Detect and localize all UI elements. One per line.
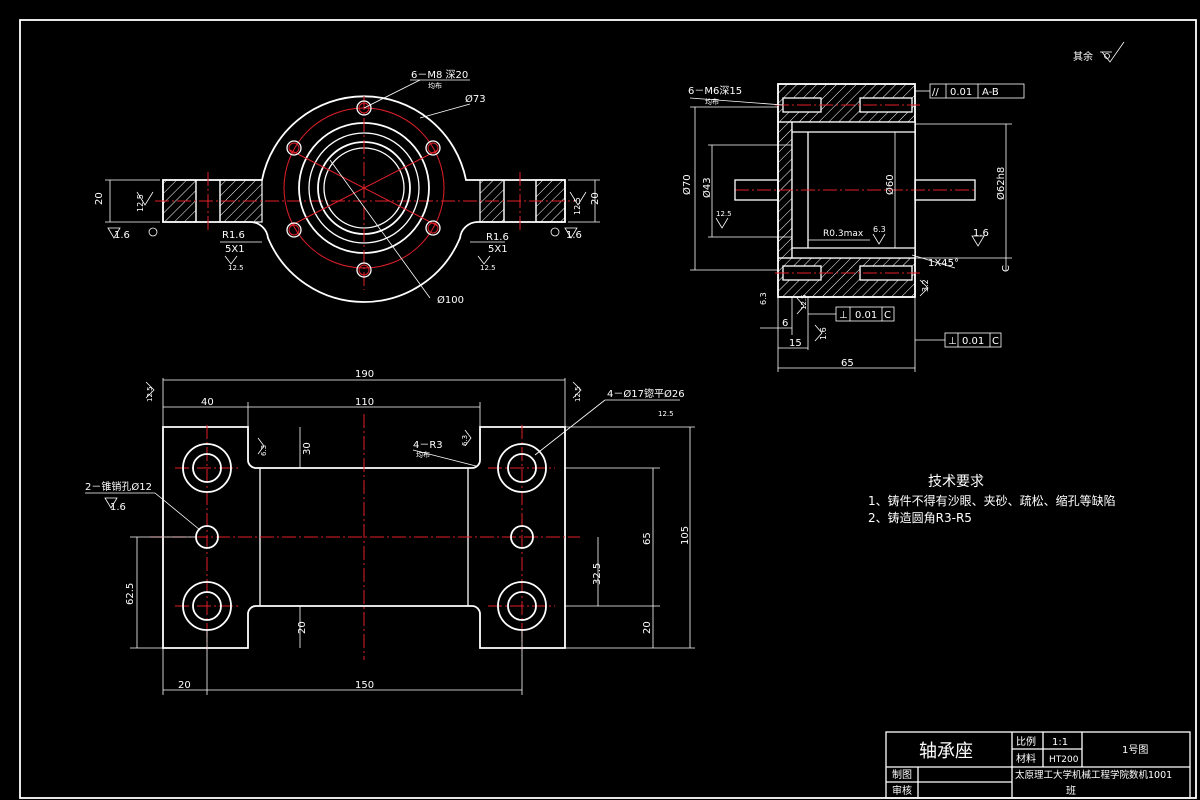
tech-item-2: 2、铸造圆角R3-R5 (868, 510, 972, 525)
roughness-other-text: 其余 (1073, 50, 1093, 63)
top-r-right: R1.6 (486, 232, 509, 243)
sec-dia-70: Ø70 (681, 174, 693, 195)
drawing-frame (19, 19, 1197, 799)
parallelism-tolerance-frame: // 0.01 A-B (915, 83, 1025, 99)
sec-perp1-value: 0.01 (855, 310, 877, 321)
general-roughness-note: 其余 (1073, 41, 1125, 63)
plan-dim-190: 190 (355, 369, 374, 380)
title-block: 轴承座 比例 1:1 材料 HT200 1号图 制图 审核 太原理工大学机械工程… (885, 731, 1191, 799)
sec-tol-symbol: // (932, 87, 939, 98)
title-scale-label: 比例 (1016, 735, 1036, 748)
plan-dim-62-5: 62.5 (125, 583, 136, 605)
sec-rough-12-5: 12.5 (716, 210, 732, 218)
technical-requirements: 技术要求 1、铸件不得有沙眼、夹砂、疏松、缩孔等缺陷 2、铸造圆角R3-R5 (868, 474, 1116, 525)
sec-tol-datum: A-B (982, 87, 999, 98)
top-view: 6－M8 深20 均布 Ø73 Ø100 20 12.5 1.6 R1.6 5X… (94, 69, 601, 306)
sec-rough-1-6: 1.6 (973, 228, 989, 239)
sec-rough-3-2: 3.2 (921, 279, 930, 292)
plan-dim-32-5: 32.5 (592, 563, 603, 585)
sec-perp2-datum: C (992, 336, 999, 347)
title-sheet: 1号图 (1122, 744, 1148, 756)
top-dim-20-right: 20 (590, 192, 601, 205)
plan-dim-20-right: 20 (642, 621, 653, 634)
plan-dim-40: 40 (201, 397, 214, 408)
plan-dim-65: 65 (642, 532, 653, 545)
top-rough-left-sub: 12.5 (228, 264, 244, 272)
plan-pin-label: 2－锥销孔Ø12 (85, 480, 152, 493)
sec-dim-6-3: 6.3 (759, 292, 768, 305)
top-holes-label: 6－M8 深20 (411, 69, 468, 81)
plan-r3-sub: 均布 (416, 450, 430, 459)
sec-dia-43: Ø43 (701, 177, 713, 198)
sec-perp1-datum: C (884, 310, 891, 321)
plan-dim-30: 30 (302, 442, 313, 455)
title-scale-value: 1:1 (1052, 737, 1068, 748)
title-part-name: 轴承座 (919, 741, 973, 762)
plan-dim-150: 150 (355, 680, 374, 691)
title-school-line2: 班 (1066, 785, 1076, 797)
sec-dia-60: Ø60 (884, 174, 896, 195)
tech-title: 技术要求 (928, 474, 984, 490)
plan-holes-label: 4－Ø17锪平Ø26 (607, 387, 685, 400)
sec-chamfer: 1X45° (928, 258, 959, 269)
title-checked-label: 审核 (892, 784, 912, 797)
sec-perp2-value: 0.01 (962, 336, 984, 347)
plan-dim-20-mid: 20 (297, 621, 308, 634)
section-view: Ø70 Ø43 Ø60 Ø62h8 6－M6深15 均布 // 0.01 A-B… (681, 83, 1025, 372)
sec-dim-6: 6 (782, 318, 788, 329)
plan-dim-105: 105 (680, 526, 691, 545)
plan-rough-tr: 12.5 (574, 386, 582, 402)
plan-r3-label: 4－R3 (413, 440, 443, 451)
svg-text:⊥: ⊥ (839, 310, 848, 321)
plan-view: 190 40 110 12.5 12.5 4－Ø17锪平Ø26 12.5 4－R… (85, 369, 695, 695)
sec-datum-c: C (1001, 265, 1012, 272)
sec-rough-12-5b: 12.5 (800, 294, 808, 310)
title-material-label: 材料 (1016, 752, 1036, 765)
svg-text:⊥: ⊥ (948, 336, 957, 347)
title-school-line1: 太原理工大学机械工程学院数机1001 (1015, 769, 1172, 781)
sec-holes-label: 6－M6深15 (688, 85, 742, 97)
top-chamfer-left: 5X1 (225, 244, 245, 255)
plan-rough-6-3a: 6.3 (260, 445, 268, 456)
sec-rough-1-6b: 1.6 (819, 327, 828, 340)
sec-dim-15: 15 (789, 338, 802, 349)
plan-pin-rough: 1.6 (110, 502, 126, 513)
top-chamfer-right: 5X1 (488, 244, 508, 255)
top-dia-100: Ø100 (437, 294, 464, 306)
sec-rough-6-3: 6.3 (873, 225, 886, 234)
top-r-left: R1.6 (222, 230, 245, 241)
title-drawn-label: 制图 (892, 768, 912, 781)
top-view-outline (162, 95, 566, 303)
top-dim-20-left: 20 (94, 192, 105, 205)
plan-rough-tl: 12.5 (146, 386, 154, 402)
top-rough-1-6-right: 1.6 (566, 230, 582, 241)
plan-dim-110: 110 (355, 397, 374, 408)
sec-holes-sub: 均布 (705, 97, 719, 106)
plan-dim-20-bottom: 20 (178, 680, 191, 691)
sec-dia-62: Ø62h8 (995, 167, 1007, 200)
plan-rough-6-3b: 6.3 (461, 435, 469, 446)
top-dia-73: Ø73 (465, 93, 486, 105)
sec-tol-value: 0.01 (950, 87, 972, 98)
perpendicularity-frame-1: ⊥ 0.01 C (808, 306, 895, 322)
sec-dim-65: 65 (841, 358, 854, 369)
top-rough-tr: 12.5 (573, 197, 582, 215)
top-rough-1-6-left: 1.6 (114, 230, 130, 241)
top-view-bolt-holes (286, 100, 441, 278)
plan-holes-sub: 12.5 (658, 410, 674, 418)
title-material-value: HT200 (1049, 755, 1079, 765)
top-rough-tl: 12.5 (136, 194, 145, 212)
sec-fillet: R0.3max (823, 229, 864, 239)
top-rough-right-sub: 12.5 (480, 264, 496, 272)
perpendicularity-frame-2: ⊥ 0.01 C (915, 332, 1002, 348)
top-holes-sub: 均布 (428, 81, 442, 90)
tech-item-1: 1、铸件不得有沙眼、夹砂、疏松、缩孔等缺陷 (868, 493, 1116, 508)
